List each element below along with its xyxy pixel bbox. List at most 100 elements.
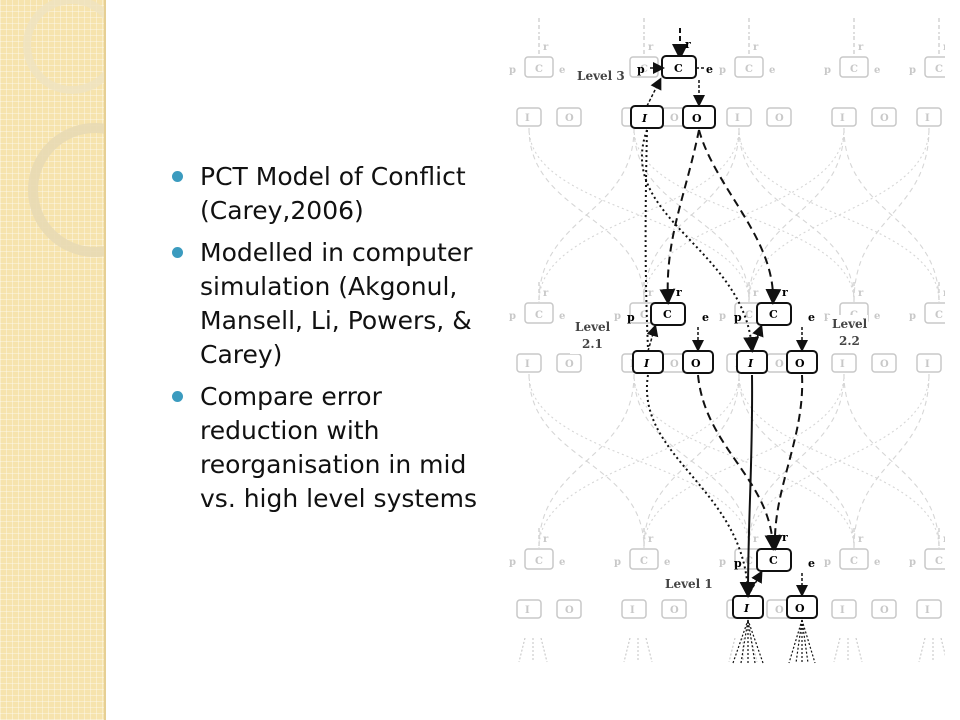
ghost-node-label: p [909,311,916,322]
ghost-node-label: C [935,310,943,321]
ghost-comparator-box [524,302,554,324]
ghost-connection [538,373,740,549]
highlighted-network: C r p e I O Level 3 C C r r p p e e I O … [570,28,868,664]
node-e-label: e [808,557,815,570]
ghost-node-label: r [858,534,864,545]
ghost-connection [738,127,940,303]
ghost-node-label: I [925,113,930,124]
ghost-connection [843,127,940,303]
ghost-node-label: e [769,65,775,76]
ghost-node-label: p [909,557,916,568]
node-p-label: p [734,557,742,570]
ghost-node-label: C [640,64,648,75]
node-o-label: O [692,112,702,125]
ghost-node-label: p [909,65,916,76]
ghost-node-label: I [630,605,635,616]
ghost-node-label: C [640,310,648,321]
ghost-node-label: I [840,605,845,616]
ghost-connection [738,373,940,549]
bullet-dot-icon [172,391,183,402]
node-c-label: C [769,554,778,567]
ghost-io-box [516,353,542,373]
ghost-node-label: C [850,64,858,75]
ghost-node-label: O [775,113,784,124]
ghost-node-label: p [509,557,516,568]
ghost-connection [748,373,845,549]
ghost-node-label: O [565,605,574,616]
ghost-node-label: C [535,310,543,321]
ghost-comparator-box [924,548,945,570]
node-r-label: r [782,286,788,299]
ghost-io-box [556,107,582,127]
ghost-node-label: r [943,42,945,53]
ghost-io-box [726,107,752,127]
ghost-connection [833,637,863,663]
node-r-label: r [685,38,691,51]
ghost-io-box [871,107,897,127]
ghost-node-label: C [640,556,648,567]
ghost-node-label: r [943,534,945,545]
level-3-label: Level 3 [577,69,625,83]
ghost-node-label: O [880,605,889,616]
ghost-io-box [661,599,687,619]
ghost-node-label: I [525,605,530,616]
node-p-label: p [637,63,645,76]
node-e-label: e [706,63,713,76]
ghost-comparator-box [524,548,554,570]
bullet-text: Modelled in computer simulation (Akgonul… [200,238,473,369]
ghost-connection [748,373,930,549]
ghost-connection [538,127,740,303]
ghost-node-label: r [858,42,864,53]
node-i-label: I [747,357,754,370]
ghost-node-label: r [858,288,864,299]
bullet-text: PCT Model of Conflict (Carey,2006) [200,162,466,225]
ghost-node-label: e [559,65,565,76]
ghost-node-label: r [753,288,759,299]
ghost-node-label: p [614,311,621,322]
ghost-io-box [556,353,582,373]
ghost-node-label: r [648,534,654,545]
ghost-comparator-box [839,56,869,78]
ghost-node-label: C [535,556,543,567]
ghost-io-box [916,353,942,373]
ghost-node-label: p [509,311,516,322]
decorative-sidebar [0,0,106,720]
ghost-node-label: r [648,42,654,53]
ghost-node-label: I [925,359,930,370]
ghost-connection [748,127,845,303]
ghost-comparator-box [524,56,554,78]
node-o-label: O [795,357,805,370]
ghost-node-label: C [745,310,753,321]
ghost-io-box [871,353,897,373]
bullet-item: Modelled in computer simulation (Akgonul… [170,236,500,372]
ghost-node-label: I [525,113,530,124]
ghost-node-label: I [840,113,845,124]
ghost-node-label: e [874,557,880,568]
node-r-label: r [782,531,788,544]
ghost-node-label: p [719,311,726,322]
ghost-connection [538,127,635,303]
ghost-node-label: O [775,605,784,616]
ghost-node-label: p [824,557,831,568]
ghost-node-label: C [535,64,543,75]
node-c-label: C [674,62,683,75]
node-o-label: O [691,357,701,370]
ghost-node-label: r [943,288,945,299]
ghost-node-label: p [509,65,516,76]
ghost-node-label: O [880,113,889,124]
node-c-label: C [769,308,778,321]
ghost-connection [853,127,930,303]
sidebar-circles [23,0,104,257]
ghost-io-box [831,599,857,619]
ghost-io-box [516,599,542,619]
ghost-node-label: p [719,557,726,568]
ghost-connection [918,637,945,663]
ghost-node-label: C [745,64,753,75]
ghost-io-box [871,599,897,619]
ghost-node-label: p [824,311,831,322]
ghost-node-label: O [775,359,784,370]
ghost-io-box [516,107,542,127]
level-2-1-number: 2.1 [582,337,603,351]
ghost-node-label: C [935,64,943,75]
ghost-node-label: O [880,359,889,370]
